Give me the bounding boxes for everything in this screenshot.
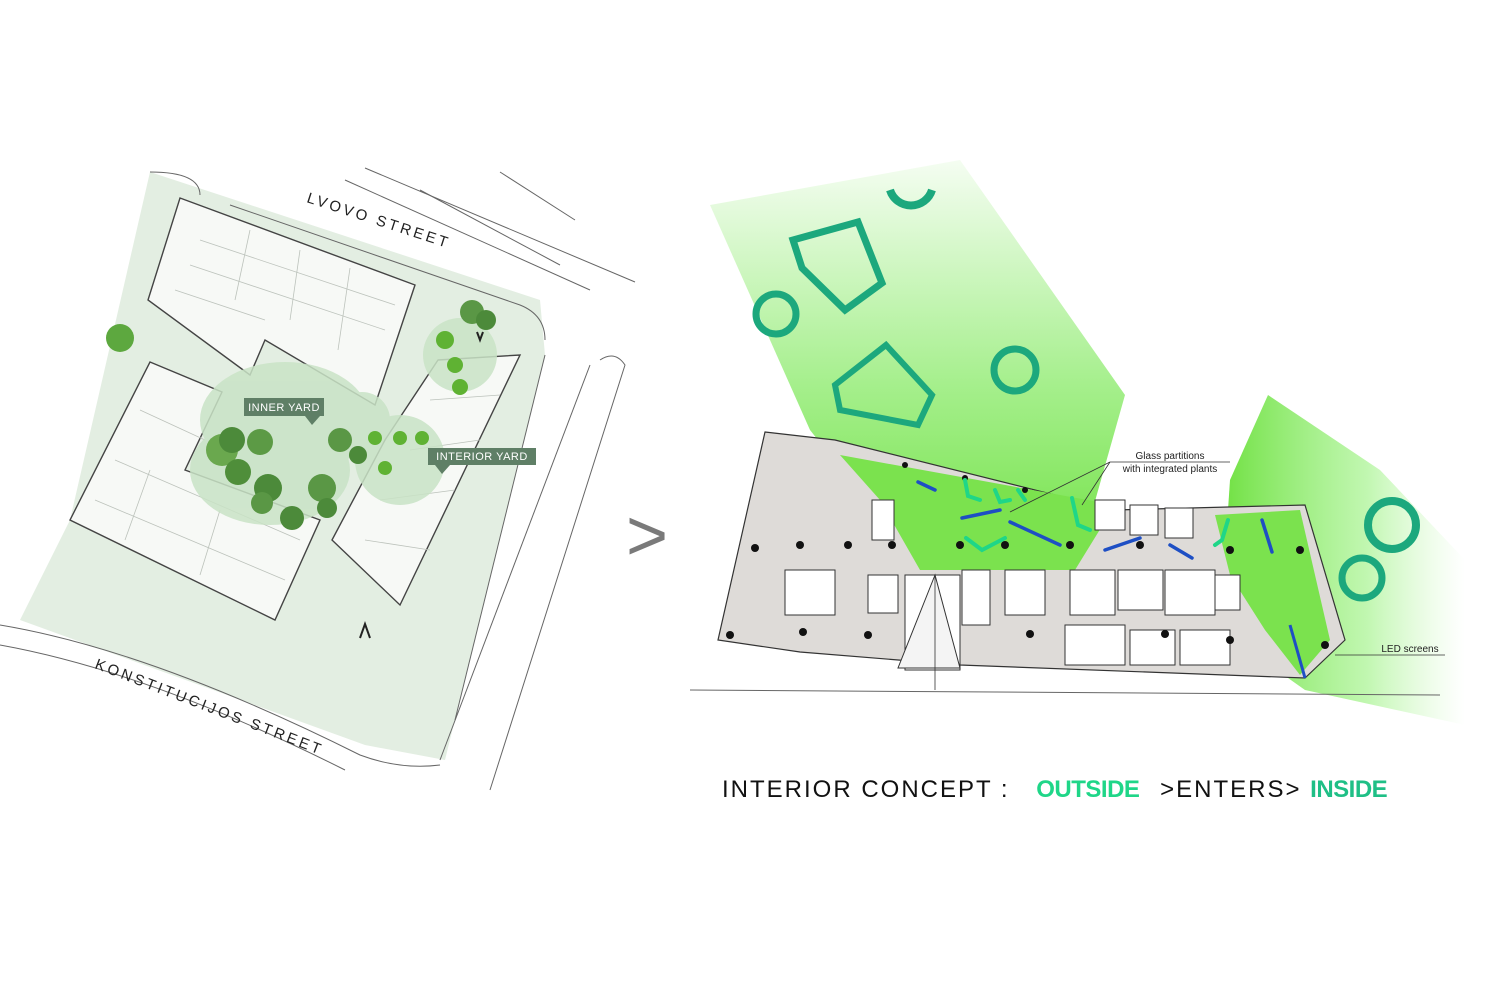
- plant-partitions: [963, 478, 1230, 553]
- site-plan: INNER YARD INTERIOR YARD LVOVO STREET KO…: [0, 167, 636, 791]
- concept-word-inside: INSIDE: [1310, 776, 1388, 803]
- green-cone-left: [710, 160, 1125, 572]
- green-zone-left: [840, 455, 1115, 570]
- concept-title: INTERIOR CONCEPT : OUTSIDE >ENTERS> INSI…: [722, 776, 1442, 810]
- floating-shapes: [752, 188, 1420, 602]
- svg-text:INTERIOR YARD: INTERIOR YARD: [436, 451, 528, 463]
- svg-text:LED screens: LED screens: [1381, 644, 1438, 655]
- shape-ring-right-bottom: [1338, 554, 1386, 602]
- shape-pentagon-top: [788, 217, 887, 315]
- shape-ring-right-top: [1364, 497, 1420, 553]
- entrance-markers: [359, 331, 484, 639]
- concept-prefix: INTERIOR CONCEPT :: [722, 776, 1010, 803]
- interior-yard-label: INTERIOR YARD: [428, 448, 536, 474]
- shape-ring-mid: [990, 345, 1040, 395]
- glass-partitions: [916, 480, 1274, 560]
- trees: [106, 300, 496, 530]
- side-street-lines: [439, 354, 626, 791]
- konstitucijos-street-lines: [0, 624, 441, 771]
- concept-middle: >ENTERS>: [1160, 776, 1302, 803]
- shape-pentagon-mid: [831, 340, 936, 429]
- led-screen: [1288, 624, 1307, 679]
- concept-word-outside: OUTSIDE: [1036, 776, 1140, 803]
- inner-yard-label: INNER YARD: [244, 398, 324, 425]
- svg-text:with integrated plants: with integrated plants: [1122, 464, 1218, 475]
- svg-text:INNER YARD: INNER YARD: [248, 402, 320, 414]
- interior-plan: Glass partitions with integrated plants …: [689, 160, 1465, 725]
- atrium-triangle: [897, 573, 961, 669]
- building-north: [147, 197, 416, 407]
- interior-rooms: [784, 499, 1241, 671]
- lvovo-street-lines: [149, 167, 636, 341]
- transition-arrow: >: [626, 496, 668, 576]
- shape-ring-left: [752, 290, 800, 338]
- svg-text:Glass partitions: Glass partitions: [1136, 451, 1205, 462]
- shape-half-ring: [886, 188, 936, 210]
- annotation-led-screens: LED screens: [1335, 644, 1445, 656]
- ground-line: [689, 689, 1441, 696]
- annotation-glass-partitions: Glass partitions with integrated plants: [1009, 451, 1230, 513]
